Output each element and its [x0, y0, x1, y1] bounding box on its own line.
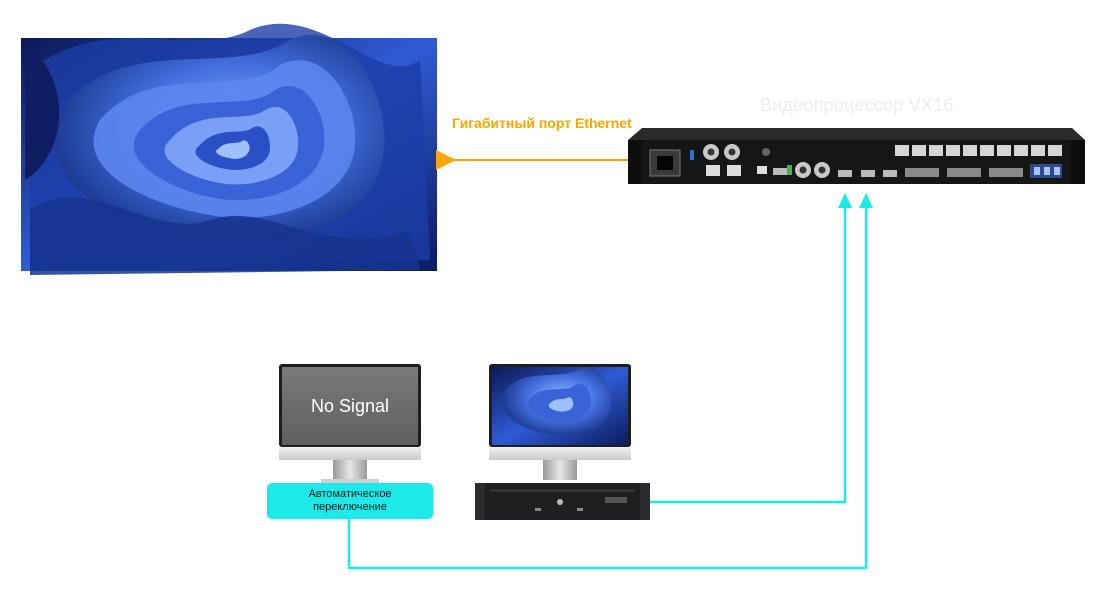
signal-arrowhead — [859, 193, 873, 208]
signal-arrowhead — [838, 193, 852, 208]
auto-switch-label-line2: переключение — [313, 501, 387, 513]
monitor-left-icon — [279, 364, 421, 484]
sender-box-icon — [475, 483, 650, 520]
led-screen-image — [21, 23, 437, 275]
auto-switch-label-line1: Автоматическое — [308, 488, 392, 500]
video-processor-icon — [628, 128, 1085, 184]
monitor-right-icon — [489, 364, 631, 480]
device-title: Видеопроцессор VX16 — [760, 95, 954, 115]
signal-lines — [347, 198, 868, 570]
no-signal-text: No Signal — [310, 395, 390, 416]
ethernet-port-label: Гигабитный порт Ethernet — [452, 115, 632, 131]
auto-switch-box: Автоматическое переключение — [267, 483, 433, 519]
